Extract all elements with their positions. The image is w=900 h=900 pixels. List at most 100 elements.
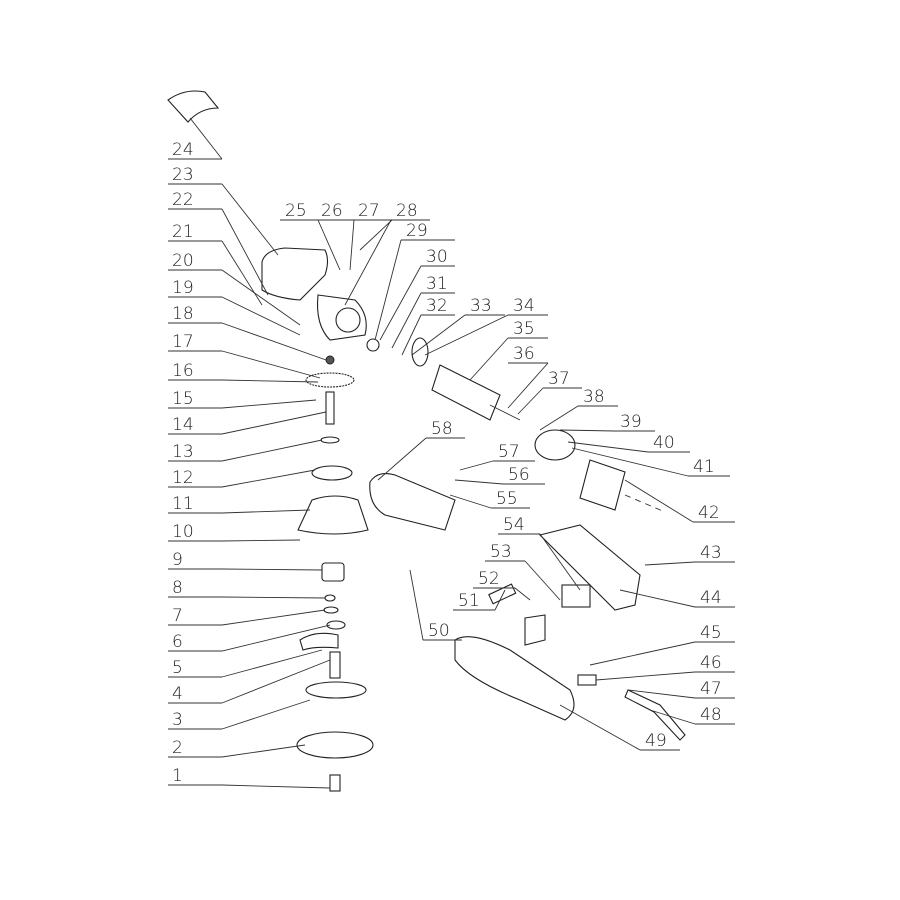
leader-line-19 (221, 296, 301, 336)
leader-line-16 (221, 379, 319, 383)
label-part-7: 7 (168, 606, 326, 626)
leader-line-43 (644, 561, 696, 566)
label-part-40: 40 (567, 433, 690, 453)
label-part-50: 50 (409, 569, 462, 641)
part-number-10: 10 (172, 522, 194, 542)
leader-line-3 (221, 699, 311, 730)
part-17-gear (305, 372, 355, 388)
leader-line-28 (344, 219, 392, 306)
part-7-washer (323, 606, 339, 614)
leader-line-58 (377, 437, 427, 481)
label-part-32: 32 (401, 296, 455, 356)
leader-line-22 (221, 208, 269, 296)
part-35-commutator (489, 404, 521, 421)
part-number-1: 1 (172, 766, 183, 786)
leader-line-18 (221, 322, 327, 361)
label-part-19: 19 (168, 278, 301, 336)
leader-line-13 (221, 439, 323, 462)
leader-line-11 (221, 509, 311, 514)
label-part-29: 29 (374, 221, 455, 341)
leader-line-34 (424, 314, 509, 356)
part-number-26: 26 (321, 201, 343, 221)
label-part-10: 10 (168, 522, 301, 542)
leader-line-32 (401, 314, 422, 356)
part-labels: 1234567891011121314151617181920212223242… (168, 117, 735, 789)
label-part-18: 18 (168, 304, 327, 361)
part-number-54: 54 (503, 515, 525, 535)
part-number-9: 9 (172, 550, 183, 570)
label-part-51: 51 (453, 589, 506, 611)
leader-line-51 (494, 589, 506, 611)
label-part-11: 11 (168, 494, 311, 514)
leader-line-10 (221, 539, 301, 542)
part-3-ring (305, 681, 367, 699)
part-number-2: 2 (172, 738, 183, 758)
leader-line-56 (454, 479, 504, 485)
leader-line-31 (391, 292, 422, 349)
part-58-motor-housing (369, 473, 456, 531)
part-number-47: 47 (700, 679, 722, 699)
part-number-15: 15 (172, 389, 194, 409)
part-44-handle-half (538, 524, 641, 611)
part-number-58: 58 (431, 419, 453, 439)
label-part-26: 26 (316, 201, 355, 271)
part-number-3: 3 (172, 710, 183, 730)
label-part-53: 53 (485, 542, 561, 601)
label-part-6: 6 (168, 624, 331, 652)
axis-line (624, 494, 666, 513)
leader-line-7 (221, 609, 326, 626)
part-6-bearing (326, 620, 346, 630)
part-number-42: 42 (698, 503, 720, 523)
leader-line-1 (221, 784, 331, 789)
leader-line-8 (221, 596, 326, 599)
label-part-2: 2 (168, 738, 306, 758)
label-part-47: 47 (627, 679, 735, 699)
part-48-cable (624, 689, 686, 741)
leader-line-17 (221, 350, 321, 379)
part-number-32: 32 (426, 296, 448, 316)
leader-line-12 (221, 469, 316, 488)
part-number-23: 23 (172, 165, 194, 185)
leader-line-36 (507, 362, 549, 409)
label-part-20: 20 (168, 251, 301, 326)
leader-line-23 (221, 183, 279, 256)
part-53-cover (524, 614, 546, 646)
part-number-46: 46 (700, 653, 722, 673)
label-part-57: 57 (459, 442, 535, 471)
label-part-31: 31 (391, 274, 455, 349)
parts-drawing (167, 90, 686, 792)
part-number-40: 40 (653, 433, 675, 453)
part-number-21: 21 (172, 222, 194, 242)
part-number-30: 30 (426, 247, 448, 267)
label-part-12: 12 (168, 468, 316, 488)
label-part-37: 37 (517, 369, 582, 415)
leader-line-57 (459, 460, 494, 471)
part-24-cap (167, 90, 220, 123)
part-number-25: 25 (285, 201, 307, 221)
part-number-16: 16 (172, 361, 194, 381)
part-number-4: 4 (172, 684, 183, 704)
part-5-counterweight (299, 632, 339, 651)
part-number-45: 45 (700, 623, 722, 643)
part-42-stator (579, 459, 626, 511)
leader-line-29 (374, 239, 402, 341)
label-part-27: 27 (353, 201, 393, 251)
label-part-58: 58 (377, 419, 465, 481)
leader-line-39 (559, 429, 616, 432)
part-number-14: 14 (172, 415, 194, 435)
label-part-34: 34 (424, 296, 548, 356)
part-number-28: 28 (396, 201, 418, 221)
part-30-bearing (366, 338, 380, 352)
part-13-washer (320, 436, 340, 444)
leader-line-30 (379, 265, 422, 341)
part-number-35: 35 (513, 319, 535, 339)
leader-line-55 (449, 494, 492, 509)
leader-line-50 (409, 569, 424, 641)
part-number-24: 24 (172, 140, 194, 160)
part-11-lower-housing (297, 495, 369, 535)
label-part-28: 28 (344, 201, 430, 306)
leader-line-25 (317, 219, 341, 271)
leader-line-37 (517, 387, 544, 415)
part-14-spindle (325, 391, 335, 425)
